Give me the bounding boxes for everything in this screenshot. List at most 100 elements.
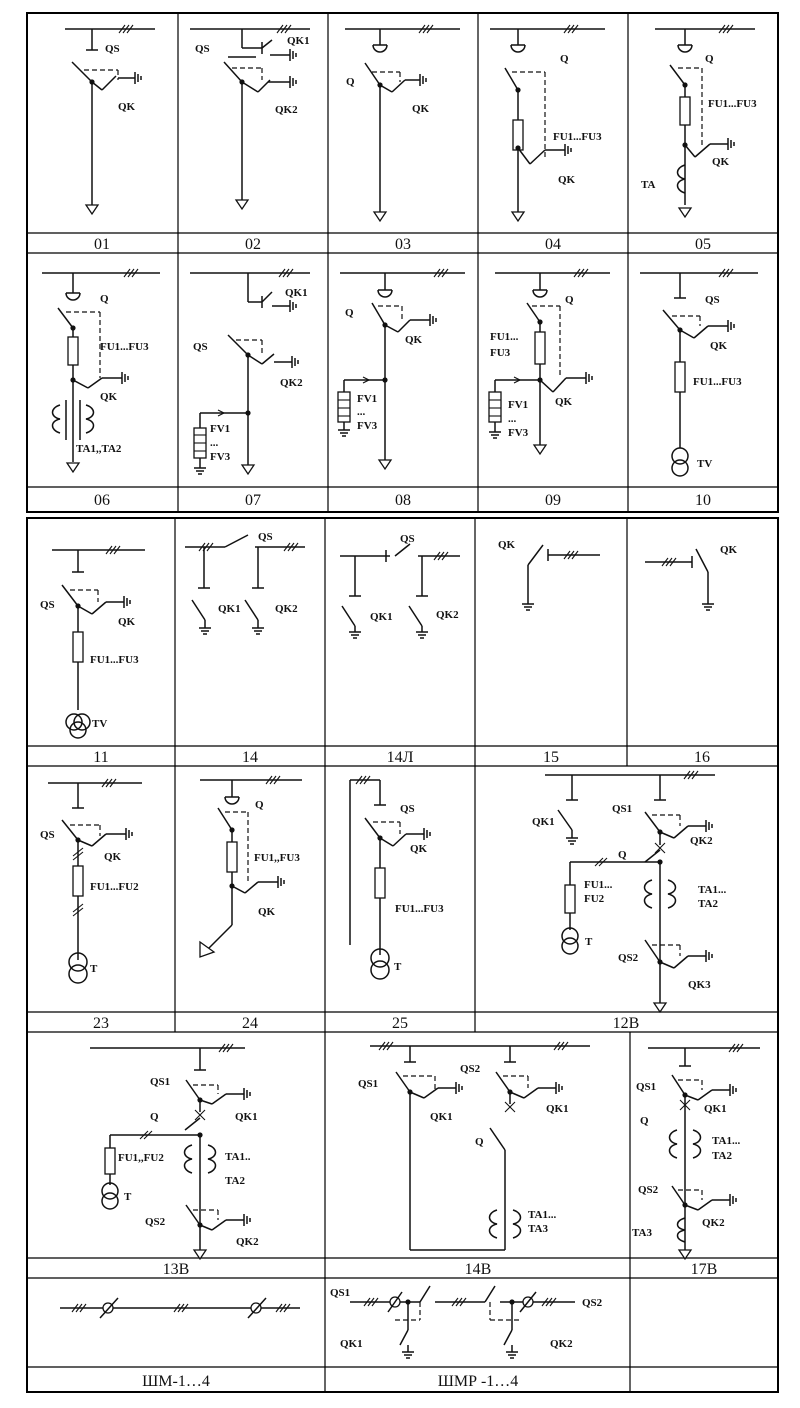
label-fu1-fu3: FU1...FU3 xyxy=(90,654,139,666)
label-qs: QS xyxy=(105,43,120,55)
scheme-shm xyxy=(60,1297,300,1319)
label-q: Q xyxy=(150,1111,159,1123)
code-07: 07 xyxy=(245,492,261,509)
label-qk2: QK2 xyxy=(550,1338,573,1350)
scheme-03: Q QK xyxy=(345,24,460,222)
label-qk: QK xyxy=(118,101,136,113)
label-q: Q xyxy=(618,849,627,861)
label-qk: QK xyxy=(118,616,136,628)
code-10: 10 xyxy=(695,492,711,509)
code-03: 03 xyxy=(395,236,411,253)
label-qk: QK xyxy=(720,544,738,556)
label-qs: QS xyxy=(193,341,208,353)
label-t: T xyxy=(394,961,402,973)
label-qk1: QK1 xyxy=(340,1338,363,1350)
block-1: QS QK QS QK1 QK2 Q Q xyxy=(26,12,779,513)
label-qs: QS xyxy=(195,43,210,55)
code-24: 24 xyxy=(242,1015,258,1032)
code-14l: 14Л xyxy=(387,749,414,766)
label-tv: TV xyxy=(92,718,107,730)
label-q: Q xyxy=(345,307,354,319)
scheme-05: Q FU1...FU3 QK TA xyxy=(641,24,757,218)
code-06: 06 xyxy=(94,492,110,509)
label-qk: QK xyxy=(410,843,428,855)
scheme-11: QS QK FU1...FU3 TV xyxy=(40,545,145,739)
label-fu1-fu3: FU1...FU3 xyxy=(395,903,444,915)
scheme-08: Q QK FV1 ... FV3 xyxy=(337,268,465,470)
label-qs1: QS1 xyxy=(612,803,632,815)
label-qk: QK xyxy=(412,103,430,115)
label-ta2: TA2 xyxy=(225,1175,245,1187)
scheme-14: QS QK1 QK2 xyxy=(185,531,305,635)
codes-row-5: 13В 14В 17В xyxy=(163,1261,718,1278)
label-qk1: QK1 xyxy=(287,35,310,47)
label-ta1-dots: TA1... xyxy=(698,884,726,896)
label-q: Q xyxy=(705,53,714,65)
codes-row-1: 01 02 03 04 05 xyxy=(94,236,711,253)
scheme-16: QK xyxy=(645,544,738,611)
scheme-10: QS QK FU1...FU3 TV xyxy=(640,268,758,477)
label-fu1-dots: FU1... xyxy=(490,331,519,343)
label-ta: TA xyxy=(641,179,656,191)
scheme-24: Q FU1,,FU3 QK xyxy=(199,775,302,958)
scheme-07: QK1 QS QK2 FV1 ... FV3 xyxy=(190,268,310,475)
label-qs2: QS2 xyxy=(145,1216,166,1228)
scheme-14v: QS1 QK1 QS2 QK1 Q TA1... TA3 xyxy=(358,1041,590,1251)
label-fu2: FU2 xyxy=(584,893,605,905)
code-04: 04 xyxy=(545,236,561,253)
label-qk: QK xyxy=(405,334,423,346)
label-qk1: QK1 xyxy=(704,1103,727,1115)
code-shmr: ШМР -1…4 xyxy=(438,1373,519,1390)
label-ta1-dots: TA1... xyxy=(712,1135,740,1147)
label-qk3: QK3 xyxy=(688,979,711,991)
label-fu1-fu3: FU1...FU3 xyxy=(708,98,757,110)
code-12v: 12В xyxy=(613,1015,640,1032)
block-2: QS QK FU1...FU3 TV QS QK1 QK2 xyxy=(26,517,779,1393)
label-t: T xyxy=(124,1191,132,1203)
label-qk1: QK1 xyxy=(430,1111,453,1123)
label-qs: QS xyxy=(40,599,55,611)
code-08: 08 xyxy=(395,492,411,509)
label-ta3: TA3 xyxy=(528,1223,548,1235)
scheme-14l: QS QK1 QK2 xyxy=(340,533,460,639)
label-qk: QK xyxy=(258,906,276,918)
scheme-15: QK xyxy=(498,539,600,611)
label-fv3: FV3 xyxy=(210,451,231,463)
label-fu1-fu2: FU1...FU2 xyxy=(90,881,139,893)
label-ta1-ta2: TA1,,TA2 xyxy=(76,443,122,455)
label-ta1-dd: TA1.. xyxy=(225,1151,251,1163)
label-qk1: QK1 xyxy=(370,611,393,623)
label-ta2: TA2 xyxy=(712,1150,732,1162)
label-qs2: QS2 xyxy=(638,1184,659,1196)
label-qs2: QS2 xyxy=(618,952,639,964)
label-qk1: QK1 xyxy=(218,603,241,615)
scheme-25: QS QK FU1...FU3 T xyxy=(349,775,444,980)
label-q: Q xyxy=(346,76,355,88)
code-02: 02 xyxy=(245,236,261,253)
label-qk2: QK2 xyxy=(436,609,459,621)
label-ta3: TA3 xyxy=(632,1227,652,1239)
label-fu3: FU3 xyxy=(490,347,511,359)
code-shm: ШМ-1…4 xyxy=(142,1373,210,1390)
label-dots: ... xyxy=(210,437,219,449)
label-qk1: QK1 xyxy=(285,287,308,299)
codes-row-2: 06 07 08 09 10 xyxy=(94,492,711,509)
scheme-shmr: QS1 QS2 QK1 QK2 xyxy=(330,1285,603,1359)
label-dots: ... xyxy=(357,406,366,418)
label-qk: QK xyxy=(710,340,728,352)
label-fv3: FV3 xyxy=(508,427,529,439)
label-qk: QK xyxy=(555,396,573,408)
label-qs: QS xyxy=(400,533,415,545)
label-qk1: QK1 xyxy=(532,816,555,828)
label-fu1-dots: FU1... xyxy=(584,879,613,891)
label-ta1-dots: TA1... xyxy=(528,1209,556,1221)
label-qk: QK xyxy=(100,391,118,403)
scheme-04: Q FU1...FU3 QK xyxy=(490,24,605,222)
label-t: T xyxy=(90,963,98,975)
code-25: 25 xyxy=(392,1015,408,1032)
code-15: 15 xyxy=(543,749,559,766)
label-qk2: QK2 xyxy=(280,377,303,389)
label-q: Q xyxy=(255,799,264,811)
scheme-13v: QS1 Q QK1 FU1,,FU2 T TA1.. TA2 QS2 QK2 xyxy=(90,1043,259,1260)
